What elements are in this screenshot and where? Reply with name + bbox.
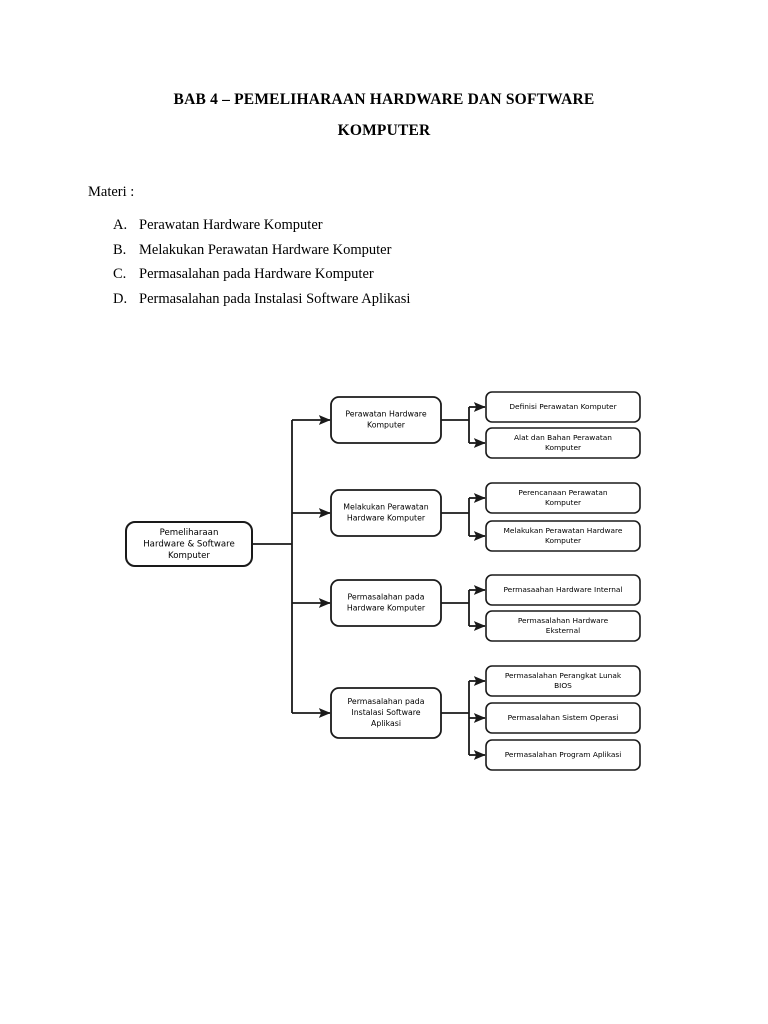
node-label: Komputer — [367, 421, 406, 430]
node-outline — [485, 665, 641, 697]
list-item: B. Melakukan Perawatan Hardware Komputer — [113, 242, 410, 267]
node-label: Permasalahan pada — [347, 593, 424, 602]
list-item: C. Permasalahan pada Hardware Komputer — [113, 266, 410, 291]
node-label: Aplikasi — [371, 719, 401, 728]
diagram-node-leaf: Permasalahan Sistem Operasi — [485, 702, 641, 734]
list-item-label: Permasalahan pada Instalasi Software Apl… — [139, 290, 411, 307]
node-outline — [485, 427, 641, 459]
node-label: Perencanaan Perawatan — [518, 488, 608, 497]
materi-label: Materi : — [88, 184, 135, 200]
page-title-line2: KOMPUTER — [337, 122, 431, 139]
node-outline — [485, 739, 641, 771]
materi-list: A. Perawatan Hardware Komputer B. Melaku… — [113, 217, 410, 315]
page-title: BAB 4 – PEMELIHARAAN HARDWARE DAN SOFTWA… — [86, 84, 682, 146]
node-label: Permasalahan Sistem Operasi — [508, 713, 619, 722]
node-outline — [485, 610, 641, 642]
node-label: Permasalahan Perangkat Lunak — [505, 671, 622, 680]
node-label: Hardware Komputer — [347, 514, 426, 523]
node-label: Komputer — [168, 551, 210, 561]
node-label: Permasaahan Hardware Internal — [503, 585, 622, 594]
node-label: BIOS — [554, 681, 572, 690]
diagram-node-leaf: Definisi Perawatan Komputer — [485, 391, 641, 423]
node-label: Hardware Komputer — [347, 604, 426, 613]
node-label: Permasalahan Hardware — [518, 616, 609, 625]
node-outline — [485, 702, 641, 734]
list-item-marker: B. — [113, 241, 127, 258]
node-label: Hardware & Software — [143, 540, 235, 550]
node-label: Melakukan Perawatan — [343, 503, 428, 512]
page-title-line1: BAB 4 – PEMELIHARAAN HARDWARE DAN SOFTWA… — [173, 91, 595, 108]
list-item: A. Perawatan Hardware Komputer — [113, 217, 410, 242]
node-label: Eksternal — [546, 626, 580, 635]
node-label: Alat dan Bahan Perawatan — [514, 433, 612, 442]
node-label: Komputer — [545, 536, 582, 545]
node-outline — [330, 489, 442, 537]
node-outline — [330, 396, 442, 444]
diagram-node-leaf: Permasaahan Hardware Internal — [485, 574, 641, 606]
node-label: Pemeliharaan — [160, 528, 219, 538]
list-item-label: Melakukan Perawatan Hardware Komputer — [139, 241, 392, 258]
node-outline — [485, 520, 641, 552]
node-outline — [485, 574, 641, 606]
node-label: Komputer — [545, 443, 582, 452]
node-outline — [125, 521, 253, 567]
list-item-marker: C. — [113, 266, 127, 282]
list-item-label: Perawatan Hardware Komputer — [139, 217, 323, 233]
node-label: Perawatan Hardware — [345, 410, 426, 419]
node-label: Permasalahan pada — [347, 697, 424, 706]
list-item: D. Permasalahan pada Instalasi Software … — [113, 291, 410, 316]
node-outline — [330, 579, 442, 627]
list-item-marker: D. — [113, 290, 128, 307]
node-label: Instalasi Software — [351, 708, 420, 717]
diagram-node-leaf: Permasalahan Program Aplikasi — [485, 739, 641, 771]
list-item-label: Permasalahan pada Hardware Komputer — [139, 266, 374, 282]
node-label: Permasalahan Program Aplikasi — [505, 750, 622, 759]
node-outline — [330, 687, 442, 739]
node-outline — [485, 482, 641, 514]
node-label: Definisi Perawatan Komputer — [509, 402, 617, 411]
list-item-marker: A. — [113, 217, 128, 233]
diagram-connectors — [252, 402, 486, 760]
node-label: Komputer — [545, 498, 582, 507]
node-label: Melakukan Perawatan Hardware — [504, 526, 623, 535]
node-outline — [485, 391, 641, 423]
